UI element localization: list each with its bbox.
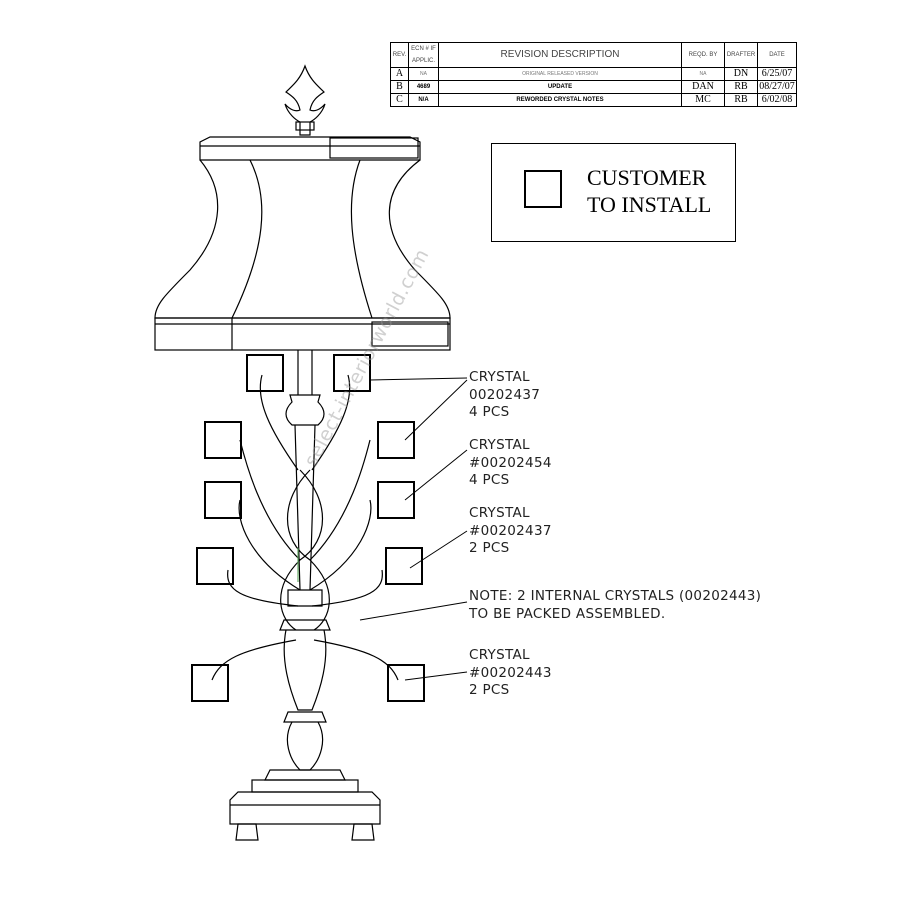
cell-drafter: DN <box>724 67 758 81</box>
note-line: CRYSTAL <box>469 369 530 385</box>
cell-rev: B <box>390 80 409 94</box>
note-line: CRYSTAL <box>469 505 530 521</box>
cell-ecn: 4689 <box>408 80 439 94</box>
legend-line-2: TO INSTALL <box>587 192 712 217</box>
col-date: DATE <box>757 42 797 68</box>
col-description: REVISION DESCRIPTION <box>438 42 682 68</box>
crystal-note-2: CRYSTAL #00202454 4 PCS <box>469 437 552 490</box>
cell-reqd-by: MC <box>681 93 725 107</box>
note-line: 2 PCS <box>469 682 510 698</box>
col-rev: REV. <box>390 42 409 68</box>
cell-description: ORIGINAL RELEASED VERSION <box>438 67 682 81</box>
cell-date: 6/25/07 <box>757 67 797 81</box>
cell-ecn: N/A <box>408 93 439 107</box>
lamp-shade <box>154 136 451 351</box>
table-row: C N/A REWORDED CRYSTAL NOTES MC RB 6/02/… <box>390 93 797 107</box>
crystal-box <box>246 354 284 392</box>
crystal-box <box>333 354 371 392</box>
note-line: 4 PCS <box>469 472 510 488</box>
crystal-box <box>377 421 415 459</box>
finial <box>284 64 326 136</box>
cell-ecn: NA <box>408 67 439 81</box>
crystal-note-3: CRYSTAL #00202437 2 PCS <box>469 505 552 558</box>
note-line: CRYSTAL <box>469 437 530 453</box>
cell-drafter: RB <box>724 93 758 107</box>
legend-square-icon <box>524 170 562 208</box>
leader-lines <box>359 377 468 681</box>
revision-table: REV. ECN # IF APPLIC. REVISION DESCRIPTI… <box>390 42 797 107</box>
table-row: B 4689 UPDATE DAN RB 08/27/07 <box>390 80 797 94</box>
crystal-note-5: CRYSTAL #00202443 2 PCS <box>469 647 552 700</box>
col-drafter: DRAFTER <box>724 42 758 68</box>
table-header-row: REV. ECN # IF APPLIC. REVISION DESCRIPTI… <box>390 42 797 68</box>
note-line: CRYSTAL <box>469 647 530 663</box>
crystal-box <box>204 421 242 459</box>
legend-line-1: CUSTOMER <box>587 165 707 190</box>
cell-rev: C <box>390 93 409 107</box>
lamp-body <box>211 350 399 841</box>
note-line: #00202454 <box>469 454 552 471</box>
legend-text: CUSTOMER TO INSTALL <box>587 164 711 218</box>
table-row: A NA ORIGINAL RELEASED VERSION NA DN 6/2… <box>390 67 797 81</box>
cell-rev: A <box>390 67 409 81</box>
cell-drafter: RB <box>724 80 758 94</box>
crystal-box <box>387 664 425 702</box>
customer-install-legend: CUSTOMER TO INSTALL <box>491 143 736 242</box>
note-line: #00202437 <box>469 522 552 539</box>
note-line: #00202443 <box>469 664 552 681</box>
crystal-box <box>196 547 234 585</box>
cell-date: 08/27/07 <box>757 80 797 94</box>
col-ecn: ECN # IF APPLIC. <box>408 42 439 68</box>
cell-description: UPDATE <box>438 80 682 94</box>
crystal-note-1: CRYSTAL 00202437 4 PCS <box>469 369 540 422</box>
cell-description: REWORDED CRYSTAL NOTES <box>438 93 682 107</box>
note-line: NOTE: 2 INTERNAL CRYSTALS (00202443) <box>469 588 762 604</box>
crystal-box <box>377 481 415 519</box>
note-line: TO BE PACKED ASSEMBLED. <box>469 605 666 622</box>
note-line: 00202437 <box>469 386 541 403</box>
crystal-box <box>204 481 242 519</box>
crystal-box <box>191 664 229 702</box>
crystal-box <box>385 547 423 585</box>
col-reqd-by: REQD. BY <box>681 42 725 68</box>
cell-date: 6/02/08 <box>757 93 797 107</box>
note-line: 2 PCS <box>469 540 510 556</box>
note-line: 4 PCS <box>469 404 510 420</box>
cell-reqd-by: DAN <box>681 80 725 94</box>
cell-reqd-by: NA <box>681 67 725 81</box>
internal-crystals-note: NOTE: 2 INTERNAL CRYSTALS (00202443) TO … <box>469 588 761 623</box>
